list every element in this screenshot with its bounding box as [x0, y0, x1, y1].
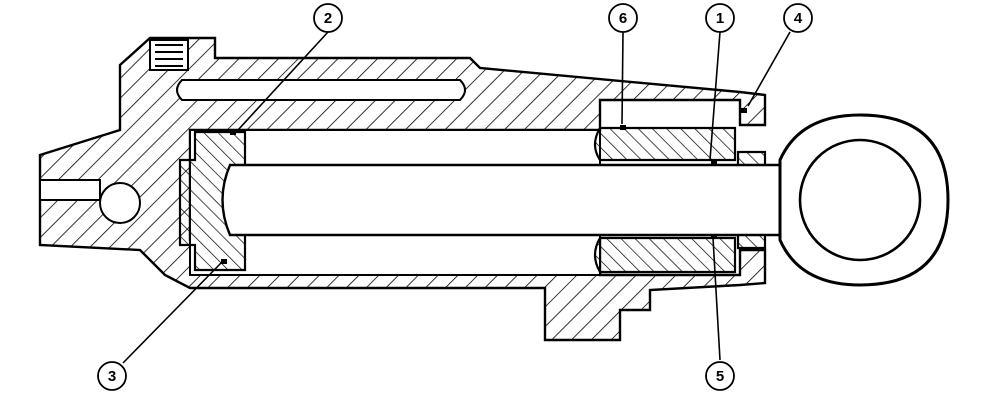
- callout-1: 1: [705, 3, 735, 33]
- svg-text:2: 2: [324, 10, 332, 27]
- callout-6: 6: [608, 3, 638, 33]
- callout-4: 4: [783, 3, 813, 33]
- svg-text:5: 5: [716, 368, 724, 385]
- piston-rod: [221, 163, 787, 237]
- callout-5: 5: [705, 361, 735, 391]
- svg-text:4: 4: [794, 10, 803, 27]
- fitting-port: [39, 39, 189, 224]
- callout-2: 2: [313, 3, 343, 33]
- callout-3: 3: [97, 361, 127, 391]
- svg-text:3: 3: [108, 368, 116, 385]
- svg-text:6: 6: [619, 10, 627, 27]
- rod-end-eye: [778, 113, 950, 287]
- leader-lines: [122, 31, 791, 364]
- svg-text:1: 1: [716, 10, 724, 27]
- o-ring-seals: [221, 108, 747, 264]
